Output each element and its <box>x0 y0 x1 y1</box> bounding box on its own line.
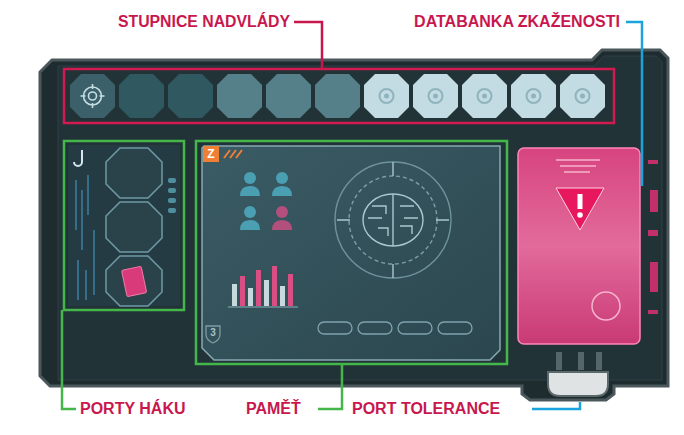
track-tile <box>217 74 262 118</box>
leader-line <box>294 22 322 69</box>
track-tile <box>560 74 605 118</box>
callout-label: PORTY HÁKU <box>78 399 188 419</box>
board-outline <box>40 50 668 400</box>
callout-label: STUPNICE NADVLÁDY <box>116 12 292 32</box>
memory-badge <box>203 146 219 162</box>
warning-triangle <box>556 188 604 230</box>
tolerance-port-slot <box>548 372 608 396</box>
callout-label: PORT TOLERANCE <box>350 399 502 419</box>
hook-highlight <box>64 141 184 310</box>
port-connector <box>556 352 562 370</box>
track-tile <box>168 74 213 118</box>
person-icon <box>272 172 292 196</box>
hook-card <box>122 266 147 297</box>
shield-number: 3 <box>206 326 220 340</box>
person-icon <box>272 206 292 230</box>
target-icon <box>81 84 105 108</box>
leader-line <box>62 310 76 409</box>
leader-line <box>532 402 580 409</box>
port-connector <box>596 352 602 370</box>
databank-dial <box>592 292 620 320</box>
port-connector <box>578 352 584 370</box>
track-tile <box>315 74 360 118</box>
track-tile <box>364 74 409 118</box>
leader-line <box>318 364 342 409</box>
ring-icon <box>576 89 590 103</box>
hook-port <box>106 256 162 306</box>
side-texture <box>648 160 658 314</box>
track-tile <box>413 74 458 118</box>
badge-decoration <box>224 150 242 158</box>
memory-highlight <box>196 141 507 364</box>
warning-mark <box>578 194 583 209</box>
port-connectors <box>168 178 176 213</box>
databank-panel <box>518 148 640 344</box>
person-icon <box>240 172 260 196</box>
track-tile <box>119 74 164 118</box>
hook-port <box>106 148 162 198</box>
badge-letter: Z <box>203 146 219 162</box>
panel-decoration <box>76 175 94 300</box>
track-tile <box>511 74 556 118</box>
warning-mark <box>577 212 583 218</box>
ring-icon <box>478 89 492 103</box>
hook-icon <box>74 150 82 166</box>
brain-icon <box>335 162 451 278</box>
track-tile <box>266 74 311 118</box>
ring-icon <box>429 89 443 103</box>
databank-texture <box>556 160 600 172</box>
bar-chart <box>228 266 298 307</box>
memory-slots <box>318 322 472 334</box>
hook-port <box>106 202 162 252</box>
hook-panel <box>68 145 180 306</box>
memory-panel <box>202 146 500 360</box>
track-tile <box>70 74 115 118</box>
leader-line <box>626 22 642 186</box>
track-tile <box>462 74 507 118</box>
ring-icon <box>380 89 394 103</box>
shield-icon <box>206 326 220 343</box>
callout-label: DATABANKA ZKAŽENOSTI <box>412 12 622 32</box>
callout-label: PAMĚŤ <box>244 399 303 419</box>
ring-icon <box>527 89 541 103</box>
board-inner-edge <box>58 56 662 380</box>
track-highlight <box>64 69 614 123</box>
person-icon <box>240 206 260 230</box>
